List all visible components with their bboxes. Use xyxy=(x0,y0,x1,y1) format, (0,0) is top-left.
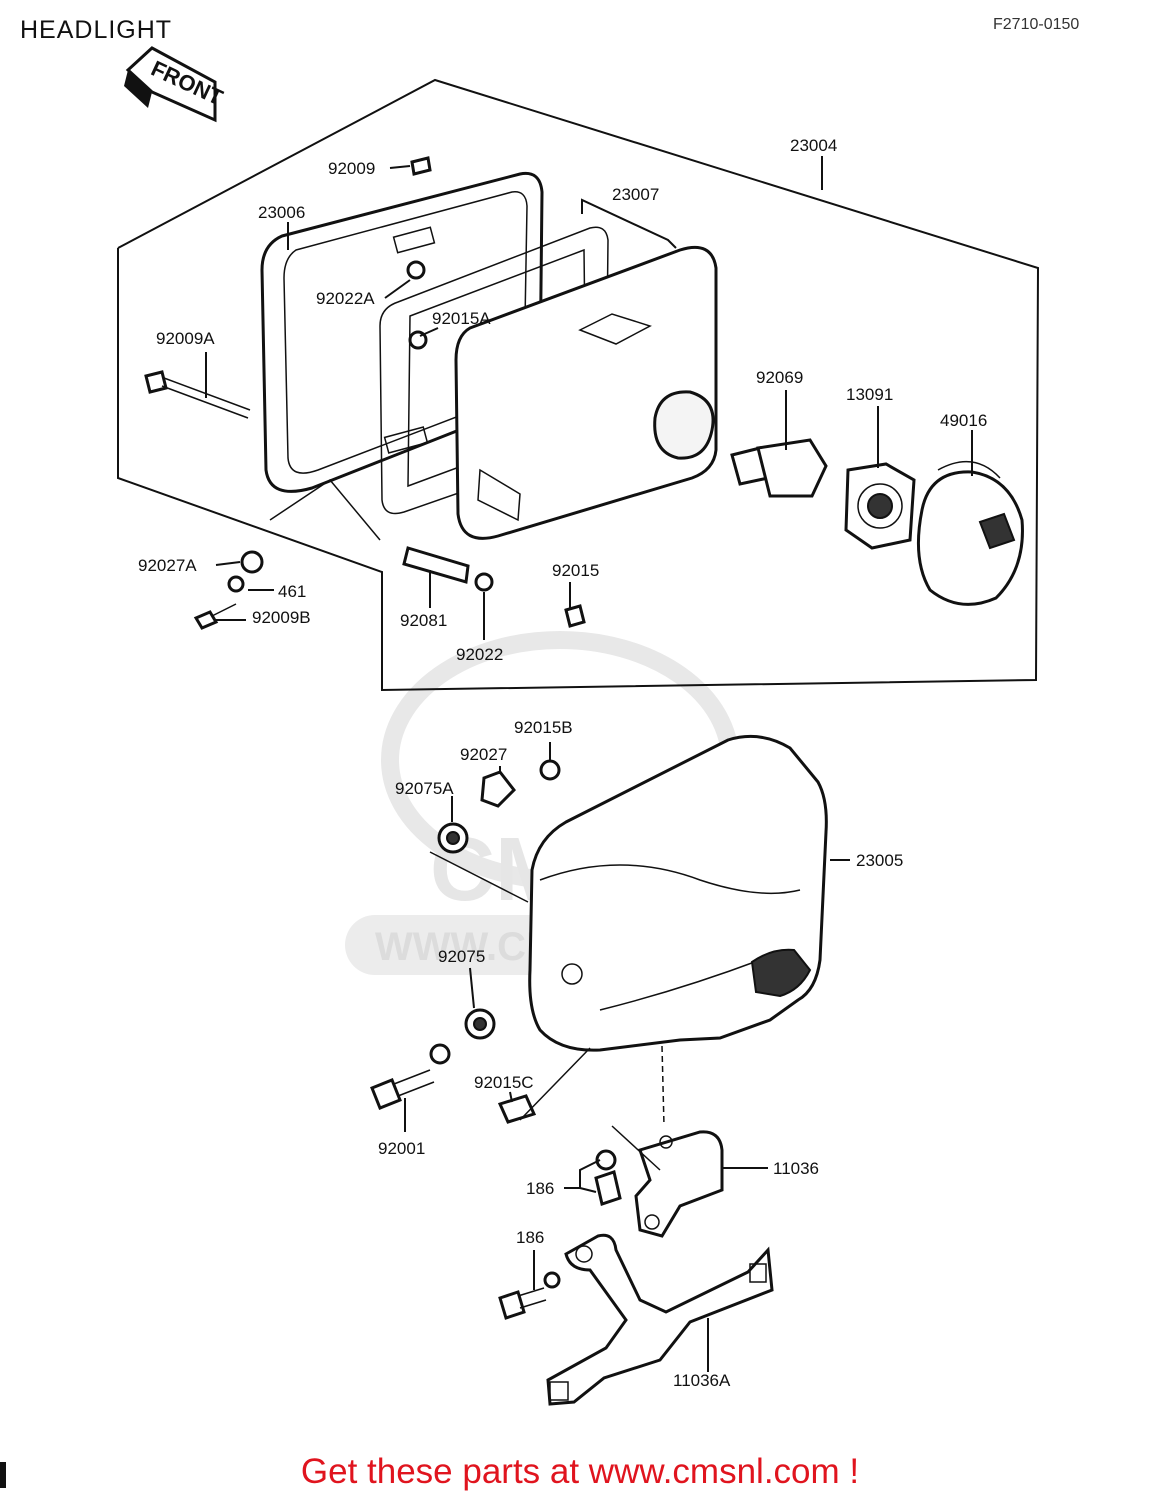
label-92015B: 92015B xyxy=(514,718,573,737)
label-92015A: 92015A xyxy=(432,309,491,328)
label-186-upper: 186 xyxy=(526,1179,554,1198)
label-92075A: 92075A xyxy=(395,779,454,798)
label-13091: 13091 xyxy=(846,385,893,404)
label-49016: 49016 xyxy=(940,411,987,430)
label-23004: 23004 xyxy=(790,136,837,155)
label-92015C: 92015C xyxy=(474,1073,534,1092)
label-92015: 92015 xyxy=(552,561,599,580)
bracket-11036A xyxy=(498,1233,774,1406)
socket-13091 xyxy=(844,462,916,550)
label-92081: 92081 xyxy=(400,611,447,630)
label-92009B: 92009B xyxy=(252,608,311,627)
left-edge-mark xyxy=(0,1462,6,1488)
socket-cover-49016 xyxy=(916,460,1024,606)
label-92009: 92009 xyxy=(328,159,375,178)
label-186-lower: 186 xyxy=(516,1228,544,1247)
bulb-92069 xyxy=(730,438,828,498)
small-hardware-lower-left xyxy=(193,156,586,630)
label-92022: 92022 xyxy=(456,645,503,664)
label-92009A: 92009A xyxy=(156,329,215,348)
front-direction-tag: FRONT xyxy=(124,46,227,123)
leader-lines xyxy=(205,156,973,1372)
page-title: HEADLIGHT xyxy=(20,16,173,44)
label-92001: 92001 xyxy=(378,1139,425,1158)
label-23005: 23005 xyxy=(856,851,903,870)
screw-92009A xyxy=(144,370,251,419)
part-labels: 92009 23006 23007 23004 92022A 92015A 92… xyxy=(138,136,987,1390)
label-92022A: 92022A xyxy=(316,289,375,308)
label-11036: 11036 xyxy=(773,1159,819,1178)
assembly-outline-23004 xyxy=(117,78,1040,692)
headlight-housing-23005 xyxy=(528,734,828,1052)
label-92075: 92075 xyxy=(438,947,485,966)
label-92027A: 92027A xyxy=(138,556,197,575)
label-23006: 23006 xyxy=(258,203,305,222)
housing-hardware xyxy=(370,759,591,1124)
bracket-11036 xyxy=(594,1045,724,1238)
diagram-code: F2710-0150 xyxy=(993,16,1080,33)
sealed-beam-unit xyxy=(454,245,718,540)
label-92027: 92027 xyxy=(460,745,507,764)
label-11036A: 11036A xyxy=(673,1371,731,1390)
label-461: 461 xyxy=(278,582,306,601)
footer-link-text[interactable]: Get these parts at www.cmsnl.com ! xyxy=(300,1452,860,1491)
label-23007: 23007 xyxy=(612,185,659,204)
label-92069: 92069 xyxy=(756,368,803,387)
